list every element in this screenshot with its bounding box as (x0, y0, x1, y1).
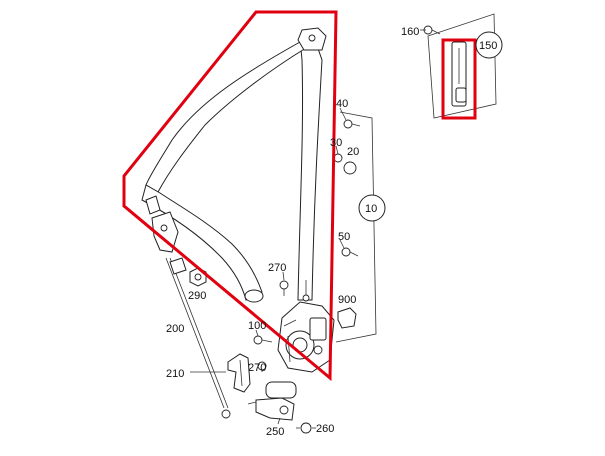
washer-30 (333, 153, 343, 163)
screw-270-upper (279, 280, 289, 296)
part-20 (343, 161, 357, 175)
callout-150: 150 (479, 40, 497, 52)
clip-900 (337, 307, 357, 329)
bracket-210 (227, 353, 251, 393)
screw-40 (343, 119, 361, 129)
height-adjuster-rail-150 (451, 41, 467, 107)
callout-260: 260 (316, 423, 334, 435)
screw-100 (253, 335, 273, 345)
callout-270-upper: 270 (268, 262, 286, 274)
callout-900: 900 (338, 294, 356, 306)
callout-210: 210 (166, 368, 184, 380)
callout-160: 160 (401, 26, 419, 38)
callout-30: 30 (330, 137, 342, 149)
highlight-part-150 (441, 38, 477, 120)
callout-200: 200 (166, 323, 184, 335)
height-adjuster-250 (247, 381, 297, 421)
callout-bubble-10 (358, 194, 386, 222)
callout-20: 20 (347, 146, 359, 158)
cable-rod-200 (165, 257, 231, 419)
leader-lines (190, 29, 426, 429)
screw-50 (341, 247, 359, 257)
callout-100: 100 (248, 320, 266, 332)
belt-retractor (277, 280, 335, 373)
callout-290: 290 (188, 290, 206, 302)
upper-belt-guide (297, 27, 327, 51)
callout-250: 250 (266, 426, 284, 438)
mounting-plate-outline (335, 111, 377, 343)
callout-270-lower: 270 (248, 362, 266, 374)
belt-end-fitting (145, 195, 179, 253)
callout-bubble-150 (475, 31, 503, 59)
callout-50: 50 (338, 231, 350, 243)
callout-10: 10 (365, 203, 377, 215)
screw-260 (296, 422, 312, 434)
callout-40: 40 (336, 98, 348, 110)
highlight-belt-assembly (122, 10, 338, 382)
inset-panel-150 (427, 13, 497, 119)
screw-160 (423, 25, 441, 35)
belt-webbing (141, 37, 323, 303)
